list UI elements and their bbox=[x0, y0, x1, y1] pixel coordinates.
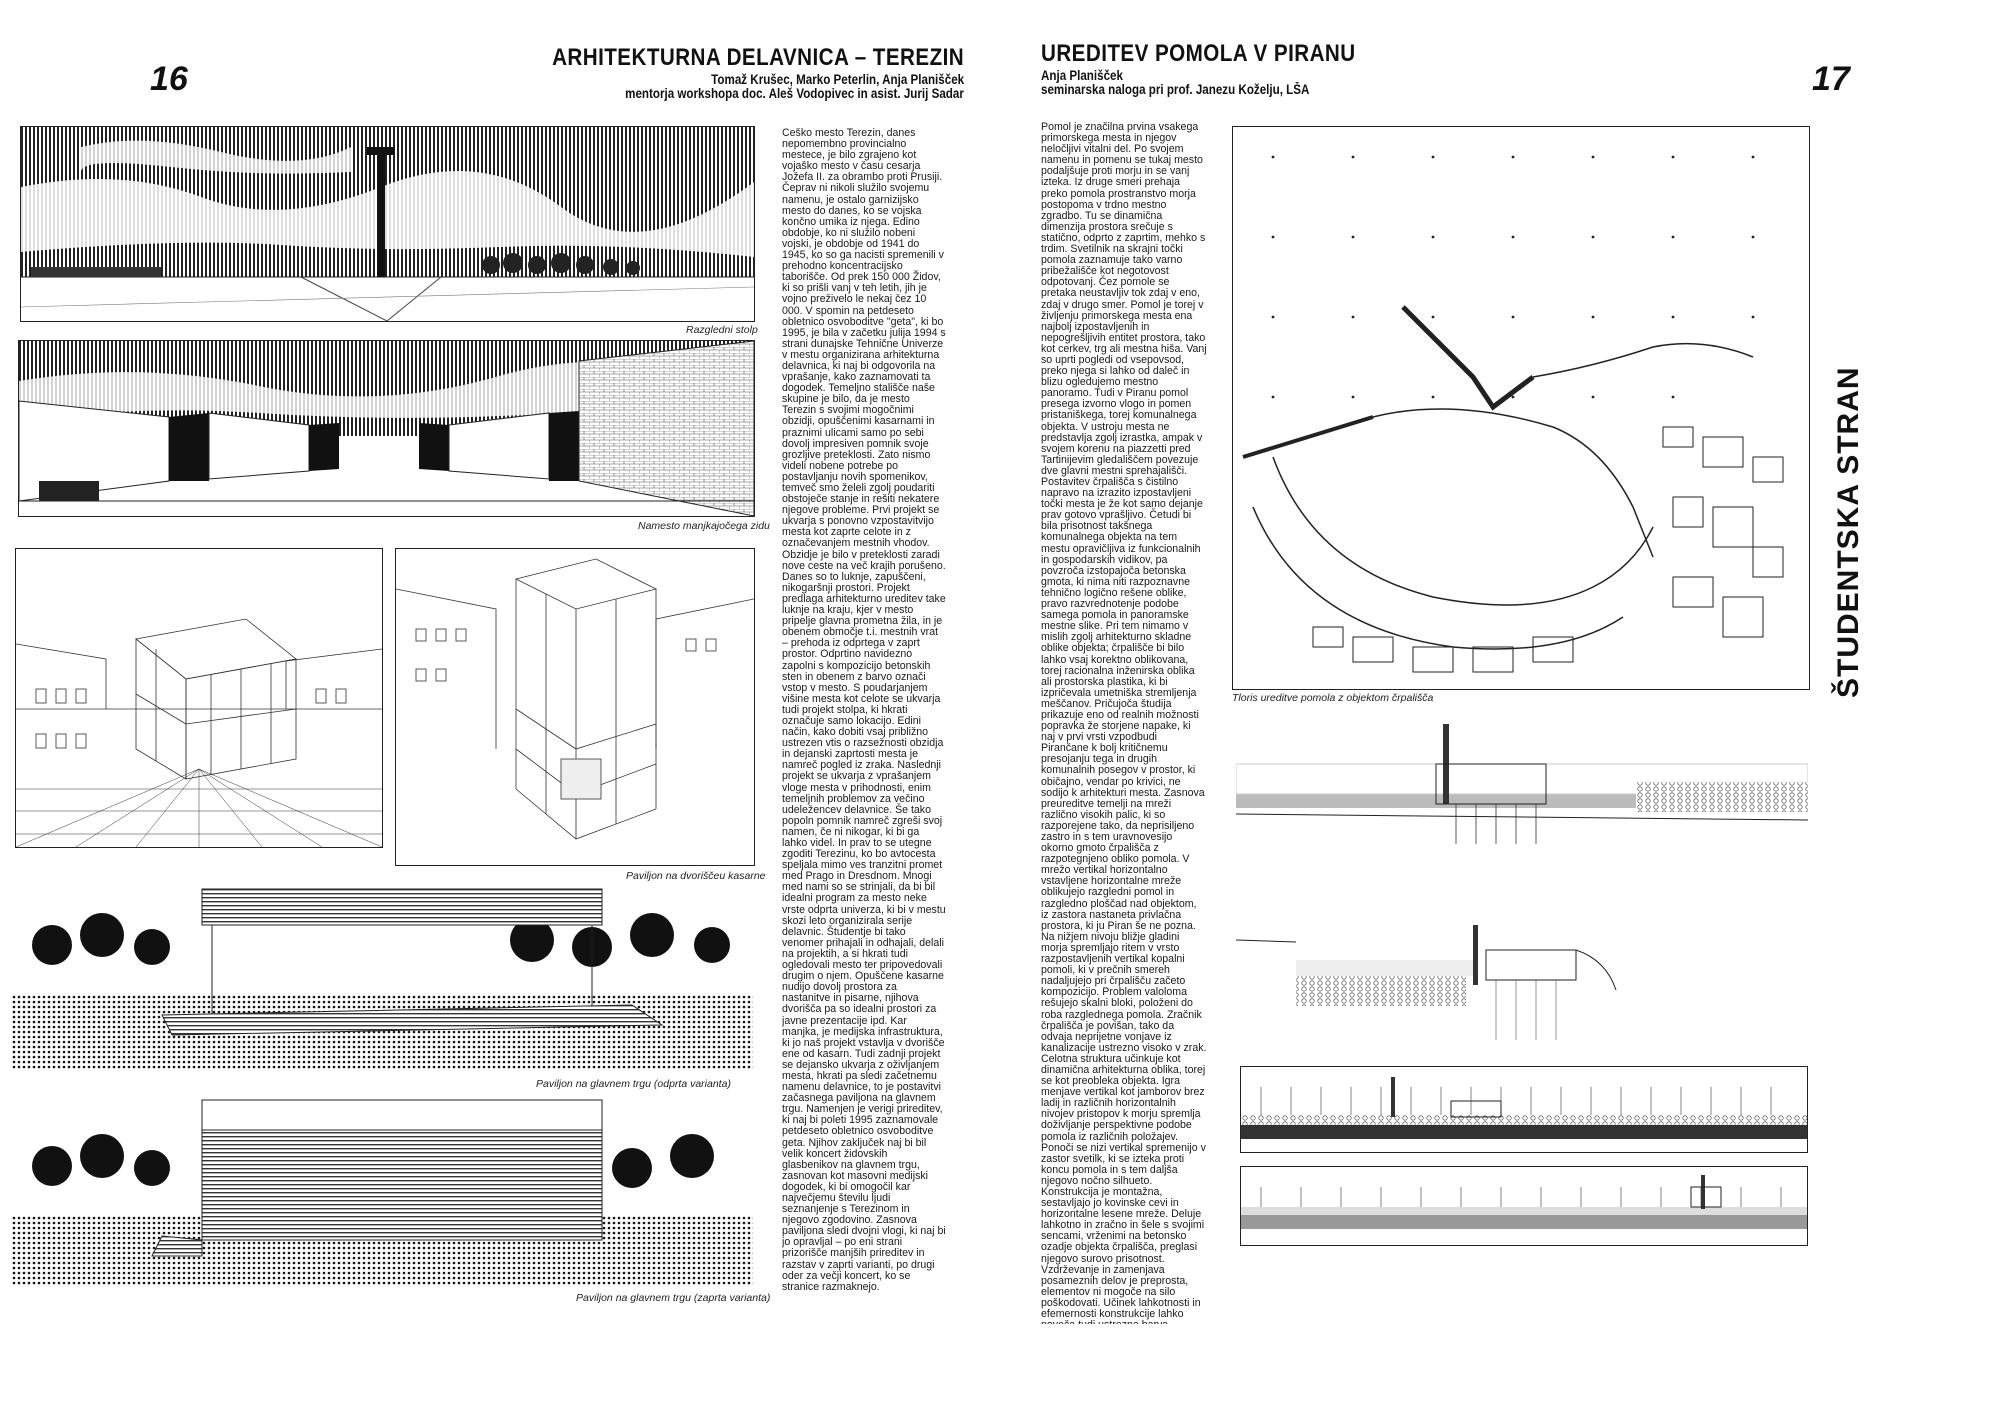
caption-razgledni-stolp: Razgledni stolp bbox=[686, 324, 758, 336]
figure-paviljon-dvorisce-perspektiva bbox=[15, 548, 383, 848]
article-text-right: Pomol je značilna prvina vsakega primors… bbox=[1041, 122, 1207, 1324]
caption-tloris-pomola: Tloris ureditve pomola z objektom črpali… bbox=[1232, 692, 1434, 704]
article-mentors-left: mentorja workshopa doc. Aleš Vodopivec i… bbox=[625, 86, 964, 101]
figure-pogled-pomol-1 bbox=[1236, 714, 1808, 854]
side-label-studentska-stran: ŠTUDENTSKA STRAN bbox=[1832, 366, 1865, 698]
caption-paviljon-dvorisce: Paviljon na dvoriščeu kasarne bbox=[626, 870, 766, 882]
figure-razgledni-stolp bbox=[20, 126, 755, 322]
article-text-left: Češko mesto Terezin, danes nepomembno pr… bbox=[782, 128, 946, 1293]
figure-pogled-pomol-2 bbox=[1236, 920, 1808, 1055]
figure-tloris-pomola bbox=[1232, 126, 1810, 690]
caption-paviljon-odprta: Paviljon na glavnem trgu (odprta variant… bbox=[536, 1078, 731, 1090]
page-number-right: 17 bbox=[1812, 60, 1850, 98]
figure-pogled-pomol-3 bbox=[1240, 1066, 1808, 1153]
article-body-left: Češko mesto Terezin, danes nepomembno pr… bbox=[782, 128, 946, 1324]
figure-pogled-pomol-4 bbox=[1240, 1166, 1808, 1246]
figure-namesto-zidu bbox=[18, 340, 755, 517]
caption-namesto-zidu: Namesto manjkajočega zidu bbox=[638, 520, 770, 532]
figure-paviljon-zaprta bbox=[12, 1096, 753, 1286]
article-title-right: UREDITEV POMOLA V PIRANU bbox=[1041, 40, 1356, 67]
caption-paviljon-zaprta: Paviljon na glavnem trgu (zaprta variant… bbox=[576, 1292, 771, 1304]
article-author-right: Anja Planišček bbox=[1041, 68, 1123, 83]
figure-paviljon-dvorisce-aksonometrija bbox=[395, 548, 755, 866]
article-seminar-right: seminarska naloga pri prof. Janezu Kožel… bbox=[1041, 82, 1310, 97]
article-title-left: ARHITEKTURNA DELAVNICA – TEREZIN bbox=[551, 44, 964, 71]
figure-paviljon-odprta bbox=[12, 885, 753, 1070]
article-body-right: Pomol je značilna prvina vsakega primors… bbox=[1041, 122, 1207, 1324]
article-authors-left: Tomaž Krušec, Marko Peterlin, Anja Plani… bbox=[711, 72, 964, 87]
page-number-left: 16 bbox=[150, 60, 188, 98]
